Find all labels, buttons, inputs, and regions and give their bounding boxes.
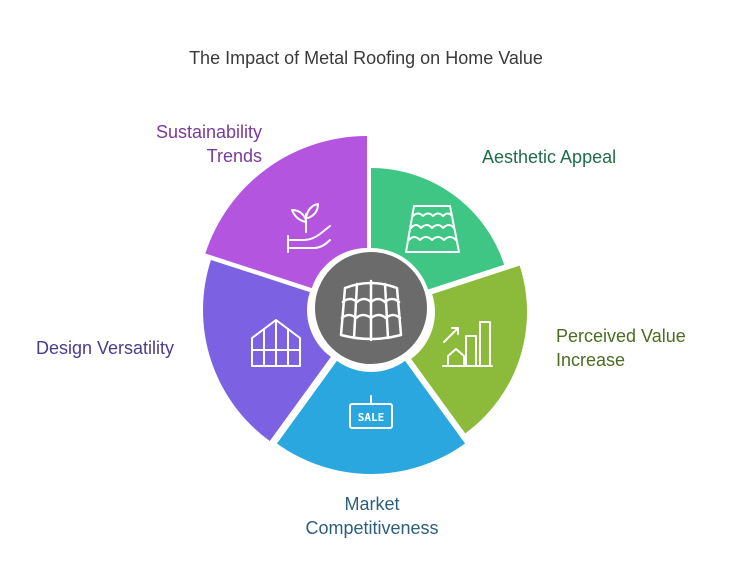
plant-in-hand-icon: [287, 203, 331, 253]
segment-wedge-perceived-value-increase: [411, 265, 527, 434]
diagram-title: The Impact of Metal Roofing on Home Valu…: [189, 48, 543, 68]
value-growth-chart-icon: [442, 321, 493, 367]
segment-label-sustainability-trends: Sustainability Trends: [155, 122, 262, 166]
metal-roof-tiles-icon: [339, 279, 403, 342]
segment-label-market-competitiveness: Market Competitiveness: [305, 494, 439, 538]
segment-label-perceived-value-increase: Perceived Value Increase: [556, 326, 686, 370]
segment-label-design-versatility: Design Versatility: [36, 338, 175, 358]
segment-label-aesthetic-appeal: Aesthetic Appeal: [482, 147, 617, 167]
house-frame-icon: [251, 319, 301, 367]
segment-wedge-market-competitiveness: [276, 360, 466, 474]
roof-tiles-icon: [405, 205, 460, 253]
sale-sign-text: SALE: [358, 411, 385, 424]
sale-sign-icon: [349, 395, 393, 429]
segment-wedge-sustainability-trends: [205, 136, 367, 289]
